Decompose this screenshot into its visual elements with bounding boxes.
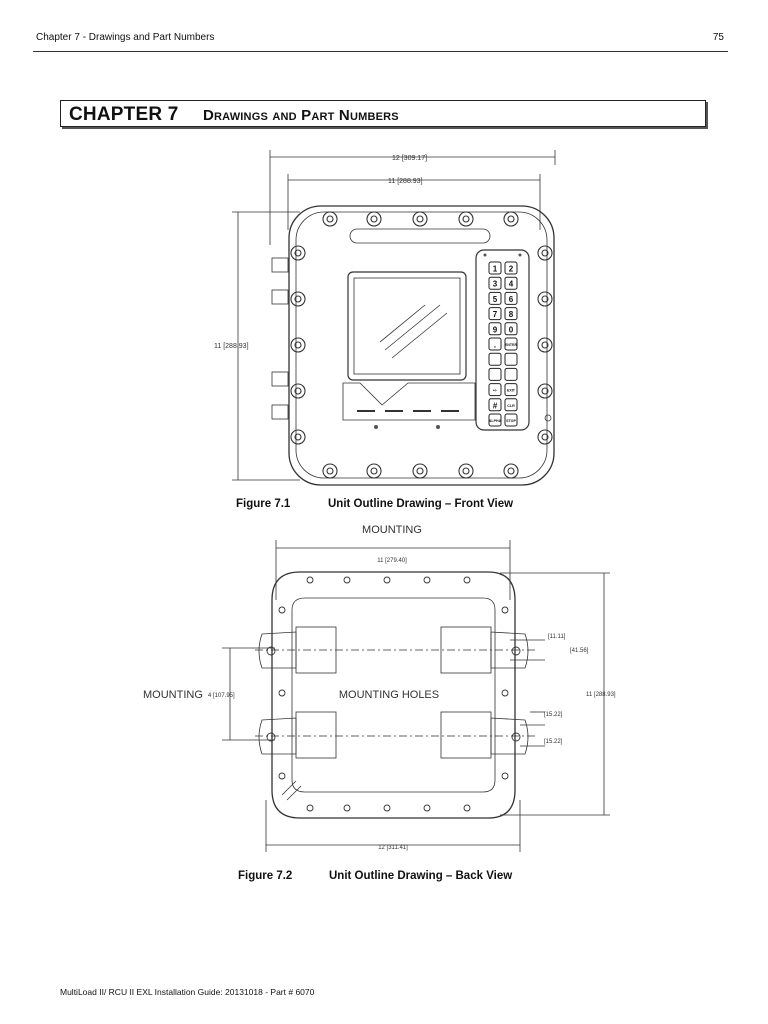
keypad-key-label: ENTER [505,343,518,347]
left-mounting-label: MOUNTING [143,689,203,701]
slot-dim-d: [15.22] [544,739,563,745]
keypad-key-label: 0 [509,325,514,334]
page-footer: MultiLoad II/ RCU II EXL Installation Gu… [60,987,315,997]
chapter-number: CHAPTER 7 [69,104,179,125]
keypad-key [504,276,518,290]
keypad-key [488,337,502,351]
keypad-key [488,291,502,305]
slot-dim-b: [41.56] [570,648,589,654]
front-view-drawing: 1 2 3 4 5 6 7 8 9 0. ENTER +/- EXIT # CLR ALPHA STOP 12 … [214,150,556,486]
keypad-key [488,367,502,381]
keypad-key-label: CLR [507,404,515,408]
dim-inner-width: 11 [288.93] [388,178,423,185]
header-rule [33,51,728,52]
figure-2-label: Figure 7.2 [238,870,293,882]
keypad-key-label: 6 [509,295,514,304]
chapter-heading: CHAPTER 7 Drawings and Part Numbers [60,100,706,127]
keypad-key [488,383,502,397]
right-height-dim: 11 [288.93] [586,692,616,698]
keypad-key [504,261,518,275]
back-view-drawing: MOUNTING [143,524,616,852]
chapter-title: Drawings and Part Numbers [203,107,399,124]
running-header-title: Chapter 7 - Drawings and Part Numbers [36,32,215,43]
keypad-key [504,337,518,351]
keypad-key [488,276,502,290]
keypad-key-label: +/- [493,389,498,393]
keypad-key-label: 1 [493,265,498,274]
keypad-key-label: . [494,341,496,350]
keypad-key [488,413,502,427]
slot-dim-a: [11.11] [548,634,566,640]
keypad-key-label: 8 [509,310,514,319]
keypad-key-label: EXIT [507,389,516,393]
keypad-key [504,398,518,412]
keypad-key [504,352,518,366]
figure-1-caption: Unit Outline Drawing – Front View [328,498,514,510]
keypad-key-label: 7 [493,310,498,319]
figure-2-caption: Unit Outline Drawing – Back View [329,870,513,882]
keypad-key-label: 9 [493,325,498,334]
keypad-key-label: 5 [493,295,498,304]
keypad-key [504,413,518,427]
keypad-key-label: 3 [493,280,498,289]
slot-dim-c: [15.22] [544,712,563,718]
keypad-key [488,352,502,366]
keypad-key [504,291,518,305]
mounting-title: MOUNTING [362,524,422,536]
keypad-keys: 1 2 3 4 5 6 7 8 9 0. ENTER +/- EXIT # CLR ALPHA STOP [488,261,518,427]
keypad-key-label: 4 [509,280,514,289]
dim-top: 11 [279.40] [377,558,407,564]
keypad-key-label: # [493,401,498,410]
dim-total-width: 12 [309.17] [392,155,427,162]
keypad-key-label: ALPHA [489,419,502,423]
keypad-key [488,398,502,412]
keypad-key [488,307,502,321]
page-number: 75 [712,32,724,43]
keypad-key [488,322,502,336]
keypad-key [504,322,518,336]
left-mounting-dim: 4 [107.95] [208,693,235,699]
keypad-key [504,383,518,397]
figure-1-label: Figure 7.1 [236,498,291,510]
keypad-key-label: STOP [506,419,516,423]
dim-bottom: 12 [311.41] [378,845,408,851]
keypad-key [488,261,502,275]
mounting-holes-label: MOUNTING HOLES [339,689,439,701]
keypad-key-label: 2 [509,265,514,274]
keypad-key [504,307,518,321]
dim-height: 11 [288.93] [214,343,249,350]
keypad-key [504,367,518,381]
